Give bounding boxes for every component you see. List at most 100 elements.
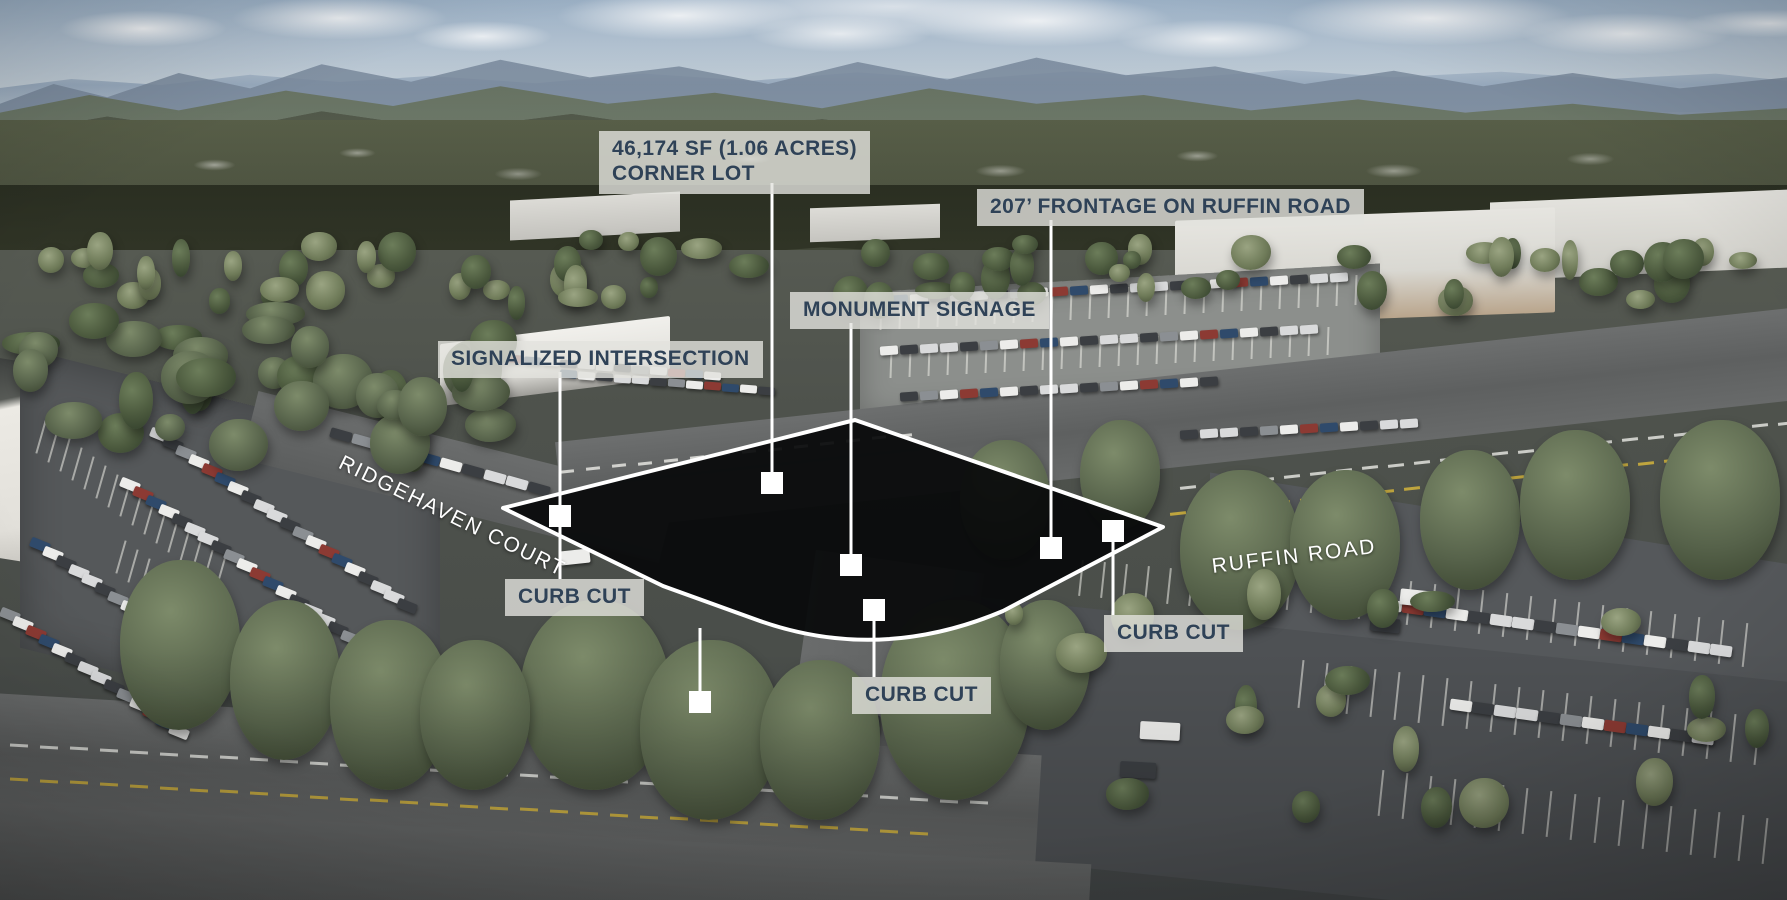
vehicle: [1299, 324, 1319, 335]
tree: [1745, 708, 1769, 748]
vehicle: [959, 388, 979, 399]
vehicle: [1159, 378, 1179, 389]
tree: [1601, 607, 1641, 637]
tree: [1247, 569, 1281, 621]
tree: [120, 560, 240, 730]
vehicle: [1179, 429, 1199, 440]
vehicle: [979, 340, 999, 351]
vehicle: [939, 342, 959, 353]
tree: [465, 407, 516, 442]
lane-marking: [489, 806, 509, 811]
vehicle: [1309, 273, 1329, 284]
tree: [1123, 251, 1141, 269]
tree: [87, 231, 113, 270]
tree: [37, 246, 64, 274]
tree: [305, 271, 346, 310]
vehicle: [919, 343, 939, 354]
tree: [171, 238, 190, 277]
callout-curb-cut-right: CURB CUT: [1104, 615, 1243, 653]
vehicle: [1259, 425, 1279, 436]
tree: [208, 287, 231, 314]
lane-marking: [789, 824, 809, 829]
vehicle: [999, 339, 1019, 350]
tree: [1216, 270, 1241, 291]
vehicle: [1199, 376, 1219, 387]
vehicle: [757, 385, 776, 396]
callout-curb-cut-left: CURB CUT: [505, 579, 644, 617]
tree: [1180, 277, 1211, 299]
vehicle: [1059, 383, 1079, 394]
vehicle: [1179, 330, 1199, 341]
vehicle: [1099, 334, 1119, 345]
lane-marking: [189, 754, 209, 759]
vehicle: [1119, 333, 1139, 344]
tree: [1392, 725, 1419, 773]
tree: [1292, 791, 1321, 824]
tree: [982, 247, 1015, 272]
vehicle: [1219, 328, 1239, 339]
vehicle: [1089, 284, 1109, 295]
vehicle: [899, 344, 919, 355]
tree: [1421, 786, 1453, 829]
lane-marking: [339, 797, 359, 802]
vehicle: [1139, 379, 1159, 390]
tree: [507, 285, 526, 321]
vehicle: [1199, 428, 1219, 439]
tree: [1109, 264, 1131, 283]
tree: [1410, 590, 1456, 613]
tree: [1325, 665, 1371, 696]
vehicle: [685, 379, 704, 390]
tree: [1729, 252, 1758, 270]
tree: [1579, 268, 1618, 296]
callout-frontage: 207’ FRONTAGE ON RUFFIN ROAD: [977, 189, 1364, 227]
tree: [1688, 675, 1715, 719]
vehicle: [1199, 329, 1219, 340]
tree: [729, 253, 769, 279]
vehicle: [879, 345, 899, 356]
tree: [175, 357, 236, 397]
tree: [1055, 632, 1107, 674]
vehicle: [1049, 286, 1069, 297]
vehicle: [1109, 283, 1129, 294]
vehicle: [1299, 423, 1319, 434]
tree: [640, 236, 677, 276]
vehicle: [1379, 419, 1399, 430]
tree: [601, 285, 627, 309]
tree: [1529, 248, 1560, 272]
tree: [1180, 470, 1300, 630]
vehicle: [1339, 421, 1359, 432]
tree: [119, 371, 154, 429]
tree: [1459, 778, 1509, 829]
tree: [45, 401, 103, 439]
tree: [274, 381, 329, 432]
tree: [1105, 778, 1150, 811]
vehicle: [959, 341, 979, 352]
tree: [230, 600, 340, 760]
vehicle: [1079, 382, 1099, 393]
vehicle: [1239, 426, 1259, 437]
lane-marking: [39, 745, 59, 750]
callout-curb-cut-center: CURB CUT: [852, 677, 991, 715]
tree: [1626, 289, 1655, 309]
tree: [1444, 279, 1465, 310]
tree: [155, 413, 185, 441]
tree: [1011, 234, 1038, 255]
vehicle: [899, 391, 919, 402]
vehicle: [739, 384, 758, 394]
vehicle: [1279, 424, 1299, 435]
tree: [681, 237, 723, 259]
vehicle: [1319, 422, 1339, 433]
tree: [223, 250, 242, 281]
vehicle: [721, 382, 740, 393]
vehicle: [1099, 381, 1119, 392]
tree: [13, 348, 49, 393]
tree: [1357, 271, 1388, 311]
vehicle: [919, 390, 939, 401]
callout-monument-signage: MONUMENT SIGNAGE: [790, 292, 1049, 330]
vehicle: [1159, 331, 1179, 342]
vehicle: [1259, 326, 1279, 337]
tree: [397, 376, 447, 436]
tree: [1004, 602, 1024, 625]
tree: [1520, 430, 1630, 580]
